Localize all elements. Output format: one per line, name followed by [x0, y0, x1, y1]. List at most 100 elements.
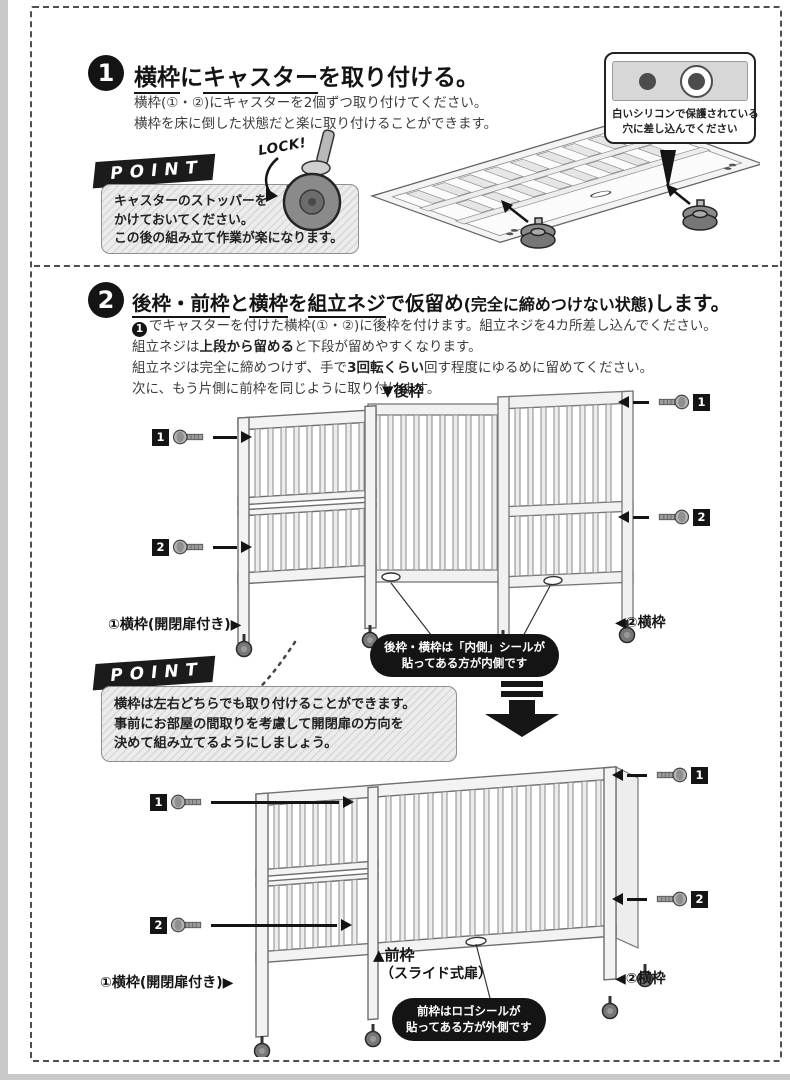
- step1-title-underlined-1: 横枠: [134, 65, 180, 94]
- step2-point-line3: 決めて組み立てるようにしましょう。: [114, 736, 338, 751]
- caster-small-left: [501, 200, 556, 249]
- front-frame-sublabel: （スライド式扉）: [380, 966, 492, 982]
- step2-body-line3-pre: 組立ネジは完全に締めつけず、手で: [132, 360, 348, 376]
- logo-seal-bubble-line2: 貼ってある方が外側です: [406, 1019, 532, 1034]
- step2-body-line3: 組立ネジは完全に締めつけず、手で3回転くらい回す程度にゆるめに留めてください。: [132, 358, 717, 379]
- step1-title-text-2: を取り付ける。: [318, 65, 479, 91]
- inside-seal-bubble-line2: 貼ってある方が内側です: [401, 655, 528, 670]
- left-frame-label-bottom: ①横枠(開閉扉付き)▶: [100, 975, 234, 991]
- section-separator: [34, 265, 778, 267]
- screw-callout-bottom-left-1: 1: [150, 793, 354, 811]
- step2-point-line2: 事前にお部屋の間取りを考慮して開閉扉の方向を: [114, 716, 404, 732]
- inside-seal-back: [381, 572, 401, 582]
- screw-icon: [171, 794, 202, 810]
- screw-callout-top-right-2: 2: [618, 508, 710, 526]
- bubble-leader-line: [475, 943, 492, 1003]
- logo-seal-bubble-line1: 前枠はロゴシールが: [417, 1004, 521, 1018]
- front-assembly-drawing: [255, 766, 617, 1038]
- screw-icon: [658, 394, 689, 410]
- screw-callout-bottom-right-2: 2: [612, 890, 708, 908]
- inside-seal-right: [543, 575, 563, 586]
- page-dashed-border: [30, 6, 782, 1062]
- step2-title-text-3: で仮留め: [385, 292, 464, 315]
- step2-point-box: 横枠は左右どちらでも取り付けることができます。 事前にお部屋の間取りを考慮して開…: [101, 686, 457, 762]
- step2-title-underlined-1: 後枠・前枠: [132, 292, 230, 318]
- caster-illustration: [264, 129, 342, 232]
- step2-body-line2: 組立ネジは上段から留めると下段が留めやすくなります。: [132, 337, 717, 358]
- screw-callout-bottom-right-1: 1: [612, 766, 708, 784]
- silicone-hole-callout: 白いシリコンで保護されている 穴に差し込んでください: [604, 52, 759, 144]
- step2-body-line2-post: と下段が留めやすくなります。: [294, 339, 482, 355]
- side-frame-illustration: [369, 116, 760, 249]
- manual-page: 1 横枠にキャスターを取り付ける。 横枠(①・②)にキャスターを2個ずつ取り付け…: [8, 0, 790, 1074]
- screw-number-box: 1: [150, 793, 167, 811]
- callout-pointer-icon: [660, 150, 676, 190]
- step2-body-line1-text: でキャスターを付けた横枠(①・②)に後枠を付けます。組立ネジを4カ所差し込んでく…: [149, 318, 717, 334]
- screw-number-box: 1: [691, 766, 708, 784]
- highlighted-hole-icon: [680, 64, 713, 98]
- step2-badge: 2: [88, 282, 124, 318]
- hole-strip: [612, 61, 748, 101]
- screw-callout-bottom-left-2: 2: [150, 916, 352, 934]
- caster-small-right: [666, 184, 718, 231]
- screw-icon: [656, 891, 687, 907]
- hole-icon: [639, 72, 656, 90]
- down-arrow-icon: [485, 681, 559, 737]
- front-frame-label: ▲前枠: [373, 946, 415, 964]
- step1-title: 横枠にキャスターを取り付ける。: [134, 58, 479, 94]
- step2-body-line2-bold: 上段から留める: [199, 339, 295, 355]
- screw-number-box: 2: [152, 538, 169, 556]
- screw-icon: [173, 539, 204, 555]
- step2-title-text-2: を: [288, 292, 308, 315]
- step1-title-text-1: に: [180, 65, 203, 91]
- inside-seal-bubble-line1: 後枠・横枠は「内側」シールが: [384, 640, 545, 654]
- screw-number-box: 2: [150, 916, 167, 934]
- right-frame-label-top: ◀②横枠: [615, 615, 666, 631]
- screw-callout-top-left-2: 2: [152, 538, 252, 556]
- left-frame-label-top: ①横枠(開閉扉付き)▶: [108, 617, 242, 633]
- step-ref-circled-1: 1: [132, 322, 147, 337]
- lock-arrow-icon: [264, 157, 279, 195]
- screw-number-box: 2: [691, 890, 708, 908]
- step1-point-line3: この後の組み立て作業が楽になります。: [114, 231, 344, 246]
- right-frame-label-bottom: ◀②横枠: [615, 971, 666, 987]
- right-frame-side: [615, 766, 639, 949]
- screw-icon: [173, 429, 204, 445]
- assembly-diagram-closed: [253, 766, 654, 1057]
- right-frame-drawing: [497, 390, 634, 638]
- left-frame-drawing: [237, 405, 377, 644]
- step1-badge: 1: [88, 55, 124, 91]
- back-frame-label: ▼後枠: [382, 382, 424, 400]
- screw-callout-top-left-1: 1: [152, 428, 252, 446]
- step2-body-line2-pre: 組立ネジは: [132, 339, 200, 355]
- hole-callout-line2: 穴に差し込んでください: [622, 122, 738, 135]
- step2-title-underlined-3: 組立ネジ: [307, 292, 386, 318]
- screw-number-box: 1: [693, 393, 710, 411]
- step2-body-line3-post: 回す程度にゆるめに留めてください。: [423, 360, 654, 376]
- logo-seal-bubble: 前枠はロゴシールが 貼ってある方が外側です: [392, 998, 546, 1041]
- step1-body-line1: 横枠(①・②)にキャスターを2個ずつ取り付けてください。: [134, 95, 488, 111]
- step2-title-text-1: と: [229, 292, 250, 315]
- step1-body: 横枠(①・②)にキャスターを2個ずつ取り付けてください。 横枠を床に倒した状態だ…: [134, 93, 497, 135]
- screw-icon: [658, 509, 689, 525]
- step1-title-underlined-2: キャスター: [203, 65, 318, 94]
- step2-body-line3-bold: 3回転くらい: [347, 360, 424, 376]
- screw-icon: [171, 917, 202, 933]
- screw-number-box: 2: [693, 508, 710, 526]
- step1-point-line1: キャスターのストッパーを: [114, 194, 268, 209]
- step2-title-text-4: します。: [654, 292, 731, 315]
- step1-body-line2: 横枠を床に倒した状態だと楽に取り付けることができます。: [134, 116, 498, 132]
- inside-seal-bubble: 後枠・横枠は「内側」シールが 貼ってある方が内側です: [370, 634, 559, 677]
- back-frame-drawing: [367, 403, 506, 583]
- screw-icon: [656, 767, 687, 783]
- step1-point-line2: かけておいてください。: [114, 212, 254, 228]
- hole-callout-text: 白いシリコンで保護されている 穴に差し込んでください: [612, 107, 759, 136]
- step2-title-underlined-2: 横枠: [249, 292, 289, 318]
- step2-title: 後枠・前枠と横枠を組立ネジで仮留め(完全に締めつけない状態)します。: [132, 287, 731, 318]
- screw-number-box: 1: [152, 428, 169, 446]
- step2-title-paren: (完全に締めつけない状態): [463, 295, 655, 314]
- assembly-diagram-open: [235, 390, 636, 698]
- step2-point-line1: 横枠は左右どちらでも取り付けることができます。: [114, 697, 416, 712]
